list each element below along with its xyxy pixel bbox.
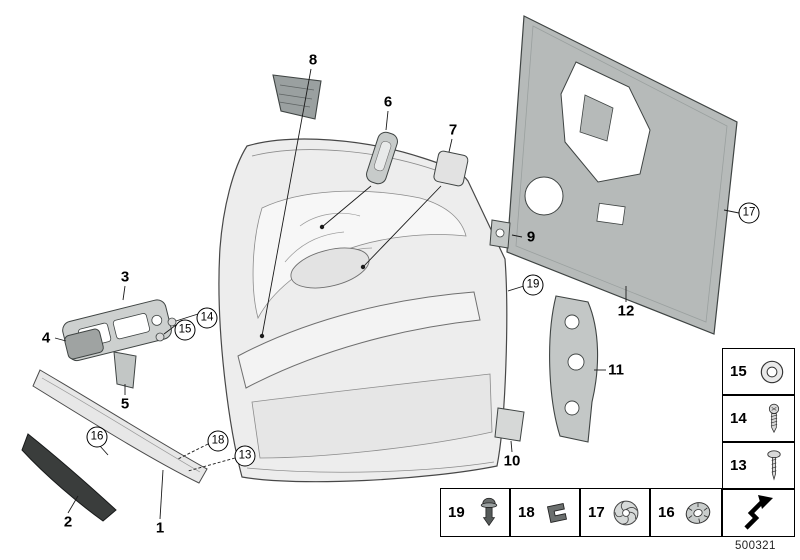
pan-head-screw-icon [768,403,780,433]
direction-arrow-icon [744,495,773,530]
part-handle-trim [366,131,398,185]
callout-6[interactable]: 6 [383,93,393,111]
legend-num-14: 14 [730,410,747,427]
legend-item-14[interactable]: 14 [722,395,795,442]
part-accent-strip-dark [21,433,117,522]
legend-item-15[interactable]: 15 [722,348,795,395]
sound-insulation-panel-drawing [506,15,738,335]
door-trim-panel-drawing [218,138,508,483]
retainer-ring-icon [685,501,711,524]
expansion-rivet-icon [480,497,498,526]
callout-10[interactable]: 10 [503,452,521,470]
screws-drawing [155,317,177,342]
washer-icon [760,360,784,383]
foam-pad-icon [613,500,639,525]
legend-num-15: 15 [730,363,747,380]
part-bracket-small [113,351,137,389]
callout-1[interactable]: 1 [155,519,165,537]
callout-16[interactable]: 16 [86,426,108,448]
legend-num-17: 17 [588,504,605,521]
callout-12[interactable]: 12 [617,302,635,320]
callout-5[interactable]: 5 [120,395,130,413]
part-trim-strip [32,369,208,484]
callout-3[interactable]: 3 [120,268,130,286]
part-mounting-bracket [549,295,599,443]
part-cover-small [64,328,104,360]
legend-num-19: 19 [448,504,465,521]
callout-8[interactable]: 8 [308,51,318,69]
legend-item-16[interactable]: 16 [650,488,722,537]
callout-18[interactable]: 18 [207,430,229,452]
callout-2[interactable]: 2 [63,513,73,531]
leader-lines [54,68,740,520]
callout-11[interactable]: 11 [608,361,624,379]
part-clip-bracket [489,219,511,249]
callout-4[interactable]: 4 [41,329,51,347]
legend-item-13[interactable]: 13 [722,442,795,489]
part-cover-plate [494,407,525,442]
legend-item-17[interactable]: 17 [580,488,650,537]
tapping-screw-icon [767,449,781,481]
legend-num-16: 16 [658,504,675,521]
doc-number: 500321 [735,540,776,552]
part-tweeter-cover [272,74,322,120]
legend-num-13: 13 [730,457,747,474]
legend-num-18: 18 [518,504,535,521]
callout-15[interactable]: 15 [174,319,196,341]
callout-14[interactable]: 14 [196,307,218,329]
callout-17[interactable]: 17 [738,202,760,224]
legend-item-arrow[interactable] [722,489,795,537]
legend-item-19[interactable]: 19 [440,488,510,537]
legend-item-18[interactable]: 18 [510,488,580,537]
callout-13[interactable]: 13 [234,445,256,467]
callout-9[interactable]: 9 [526,228,536,246]
callout-7[interactable]: 7 [448,121,458,139]
callout-19[interactable]: 19 [522,274,544,296]
part-cover-cap [433,150,469,187]
clip-icon [546,502,568,523]
